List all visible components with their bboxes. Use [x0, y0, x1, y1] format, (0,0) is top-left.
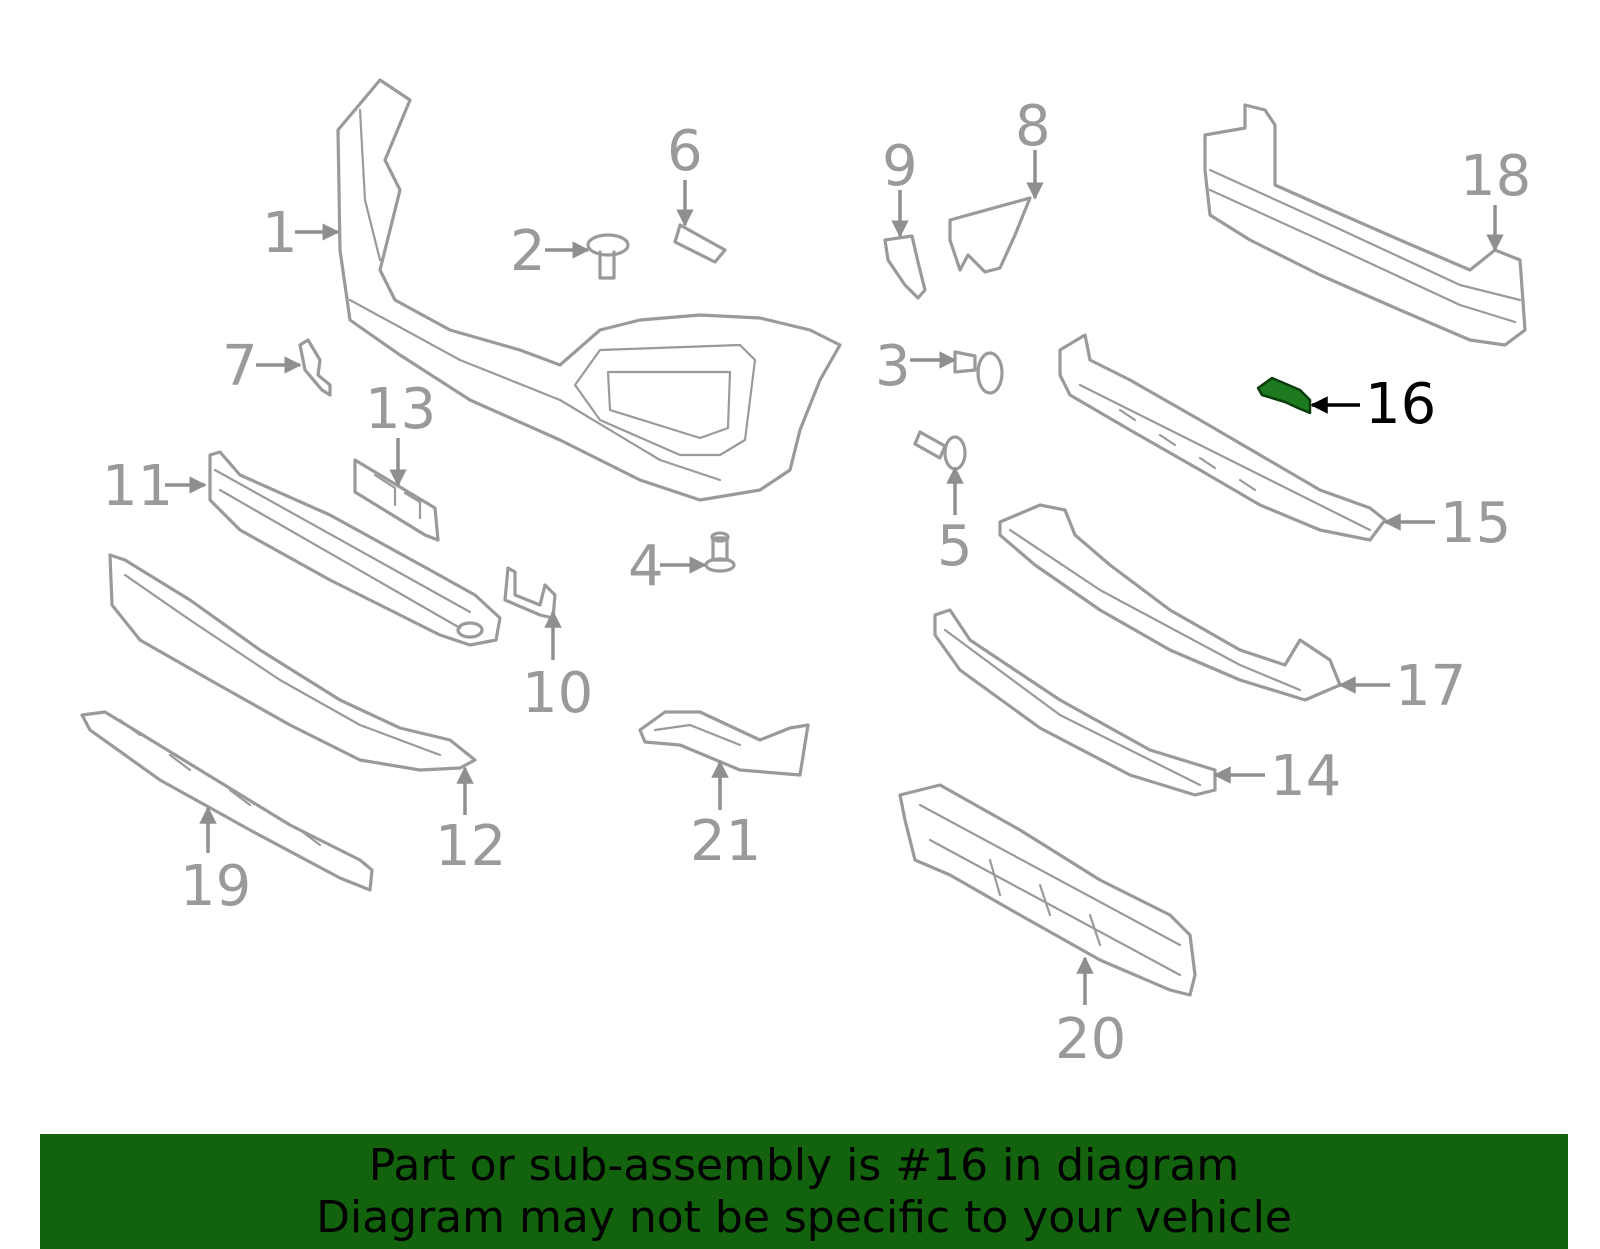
- callout-16: 16: [1365, 372, 1436, 437]
- callout-7: 7: [222, 334, 258, 399]
- part-5-bolt: [913, 430, 967, 471]
- callout-9: 9: [882, 134, 918, 199]
- part-12-lower-grille: [108, 553, 477, 772]
- banner-line-2: Diagram may not be specific to your vehi…: [316, 1191, 1292, 1243]
- callout-14: 14: [1270, 744, 1341, 809]
- callout-18: 18: [1460, 144, 1531, 209]
- callout-20: 20: [1055, 1007, 1126, 1072]
- banner-line-1: Part or sub-assembly is #16 in diagram: [368, 1139, 1240, 1191]
- part-18-beam: [1203, 103, 1527, 347]
- callout-6: 6: [667, 119, 703, 184]
- callout-1: 1: [262, 201, 298, 266]
- part-10-bracket: [503, 566, 557, 620]
- part-3-push-pin: [953, 350, 1004, 395]
- callout-21: 21: [690, 809, 761, 874]
- callout-12: 12: [435, 814, 506, 879]
- part-4-clip: [704, 531, 736, 573]
- callout-11: 11: [102, 454, 173, 519]
- part-16-highlighted: [1256, 376, 1312, 415]
- callout-10: 10: [522, 661, 593, 726]
- callout-13: 13: [365, 377, 436, 442]
- callout-17: 17: [1395, 654, 1466, 719]
- part-8-bracket: [948, 196, 1032, 274]
- part-1-bumper-cover: [336, 78, 842, 502]
- part-19-strip: [80, 710, 374, 892]
- callout-15: 15: [1440, 491, 1511, 556]
- callout-2: 2: [510, 219, 546, 284]
- callout-8: 8: [1015, 94, 1051, 159]
- callout-3: 3: [875, 334, 911, 399]
- part-21-bracket: [638, 710, 810, 777]
- part-7-clip: [298, 338, 332, 397]
- callout-5: 5: [937, 514, 973, 579]
- part-13-bracket: [353, 458, 440, 542]
- part-2-clip: [586, 233, 630, 280]
- part-14-beam: [933, 608, 1217, 797]
- part-9-bracket: [883, 234, 927, 300]
- callout-arrows: [165, 150, 1504, 1005]
- callout-labels: 1 2 6 7 9 8 18 3 16 15 5 4 11 13 10 12 1…: [102, 94, 1531, 1072]
- callout-4: 4: [628, 534, 664, 599]
- part-15-absorber: [1058, 333, 1387, 542]
- part-6-bracket: [673, 223, 727, 264]
- info-banner: Part or sub-assembly is #16 in diagram D…: [40, 1134, 1568, 1249]
- part-20-deflector: [898, 783, 1197, 997]
- part-11-grille: [208, 450, 502, 647]
- callout-19: 19: [180, 854, 251, 919]
- part-17-absorber: [998, 503, 1342, 702]
